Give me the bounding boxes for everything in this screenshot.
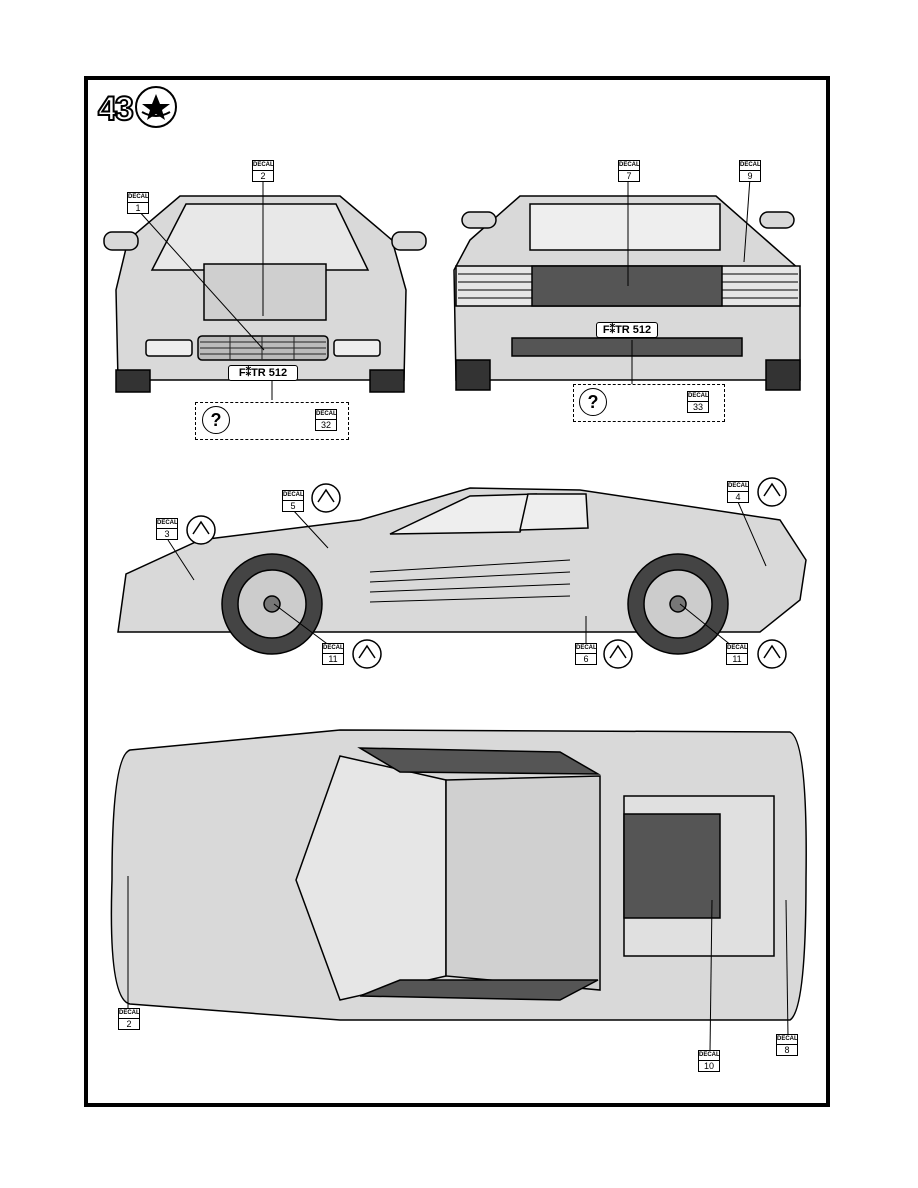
decal-number: 2 [126, 1019, 132, 1029]
step-number: 43 [97, 89, 135, 129]
decal-number: 32 [320, 420, 331, 430]
decal-number: 4 [735, 492, 741, 502]
decal-water-icon [135, 86, 177, 128]
decal-number: 5 [290, 501, 296, 511]
rear-license-plate: F⁑TR 512 [596, 322, 658, 338]
decal-header: DECAL [727, 644, 748, 654]
decal-number: 3 [164, 529, 170, 539]
decal-number: 33 [692, 402, 703, 412]
decal-number: 11 [328, 654, 338, 664]
car-front-view [103, 178, 427, 400]
decal-header: DECAL [740, 161, 761, 171]
decal-header: DECAL [128, 193, 149, 203]
decal-header: DECAL [316, 410, 337, 420]
decal-header: DECAL [619, 161, 640, 171]
decal-header: DECAL [699, 1051, 720, 1061]
rotate-icons [186, 477, 787, 669]
instruction-frame [84, 76, 830, 1107]
decal-header: DECAL [323, 644, 344, 654]
decal-number: 8 [784, 1045, 790, 1055]
decal-header: DECAL [119, 1009, 140, 1019]
decal-number: 2 [260, 171, 266, 181]
front-license-plate: F⁑TR 512 [228, 365, 298, 381]
question-icon: ? [202, 406, 230, 434]
car-rear-view [453, 177, 801, 391]
decal-header: DECAL [688, 392, 709, 402]
decal-header: DECAL [777, 1035, 798, 1045]
decal-number: 6 [583, 654, 589, 664]
decal-header: DECAL [728, 482, 749, 492]
decal-header: DECAL [253, 161, 274, 171]
decal-number: 10 [703, 1061, 714, 1071]
decal-header: DECAL [283, 491, 304, 501]
decal-header: DECAL [157, 519, 178, 529]
decal-number: 9 [747, 171, 753, 181]
decal-header: DECAL [576, 644, 597, 654]
question-icon-rear: ? [579, 388, 607, 416]
decal-number: 1 [135, 203, 141, 213]
decal-number: 7 [626, 171, 632, 181]
decal-number: 11 [732, 654, 742, 664]
car-top-view [110, 729, 807, 1053]
car-side-view [117, 487, 807, 655]
